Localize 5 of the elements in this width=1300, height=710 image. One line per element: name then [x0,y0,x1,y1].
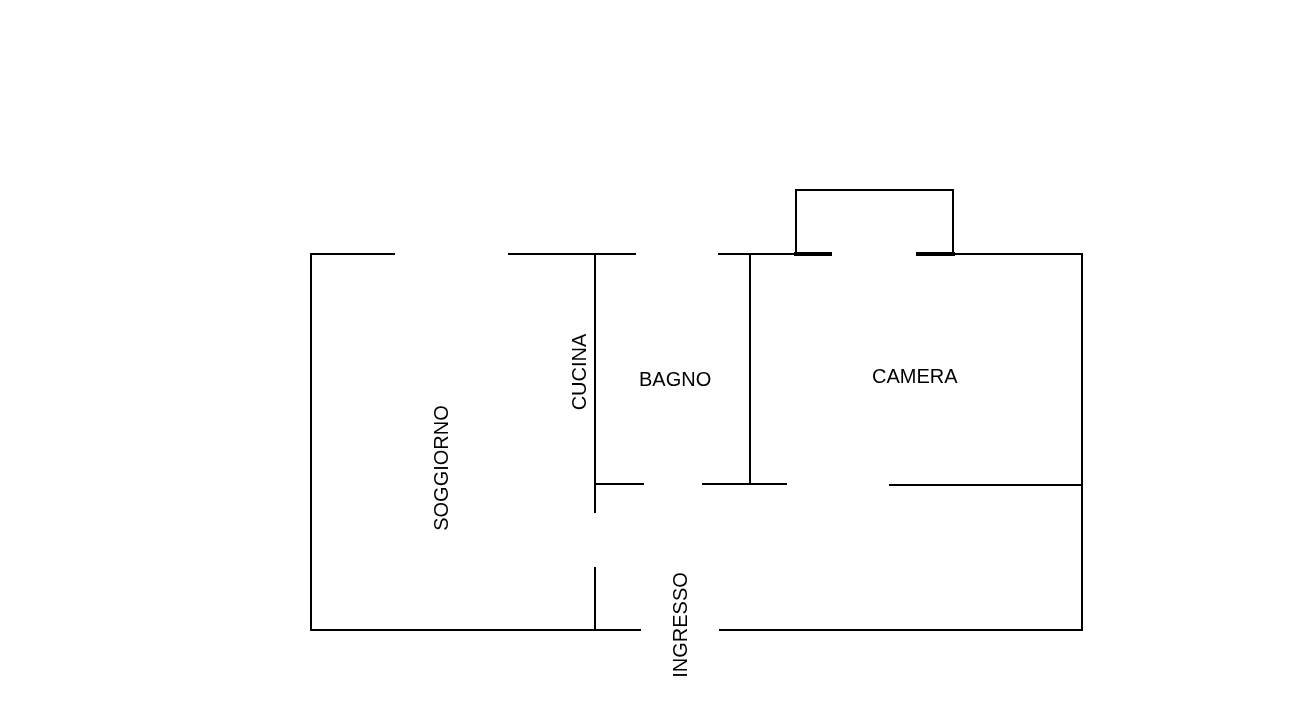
room-label: SOGGIORNO [430,405,451,531]
entrance-label: INGRESSO [669,572,690,678]
room-label: CUCINA [568,333,589,411]
room-label: CAMERA [872,366,958,386]
room-label: BAGNO [639,369,712,389]
